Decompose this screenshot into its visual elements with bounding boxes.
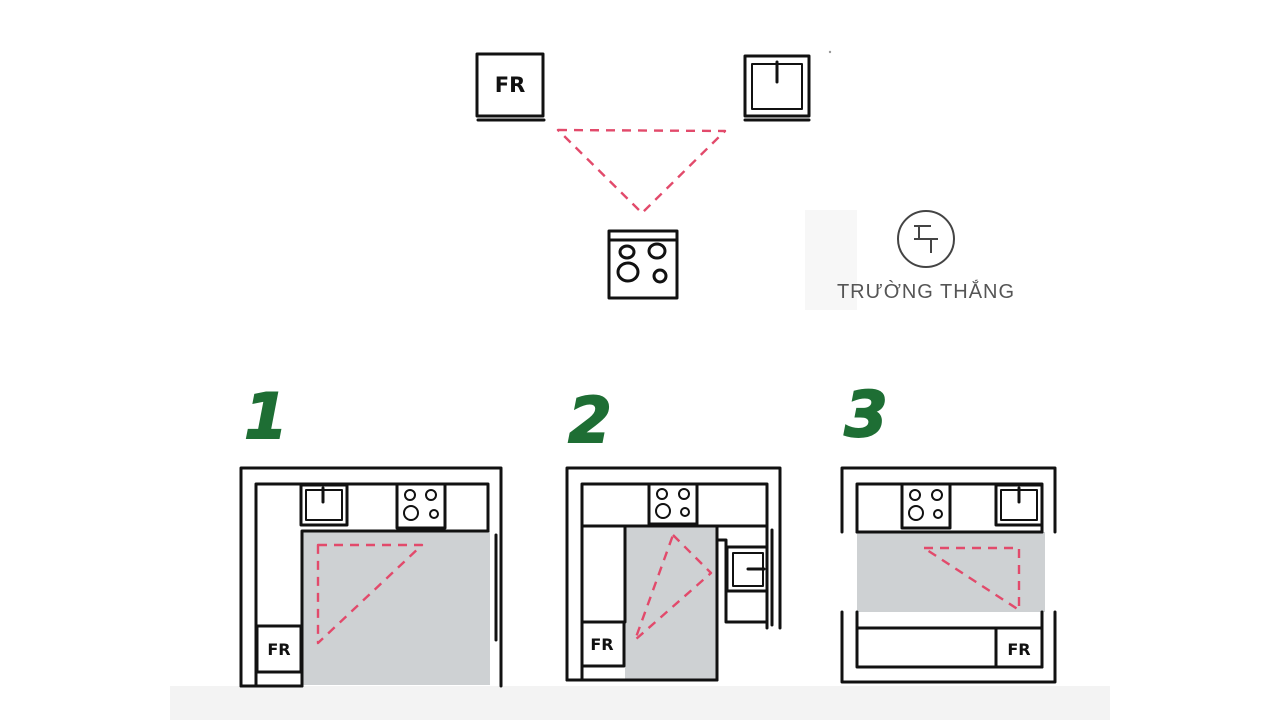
speck <box>828 50 832 54</box>
layout-1-number: 1 <box>244 380 287 453</box>
layout-3-fridge: FR <box>994 626 1044 669</box>
layout-3-sink-icon <box>994 483 1044 527</box>
layout-2-fridge: FR <box>580 620 626 668</box>
layout-2: 2 FR <box>565 383 782 682</box>
layout-1-sink-icon <box>299 483 349 527</box>
layout-3-floor <box>857 532 1045 612</box>
layout-1-floor <box>302 531 490 685</box>
legend-fridge: FR <box>475 52 546 122</box>
layout-1-work-triangle <box>316 543 424 645</box>
logo-circle-icon <box>897 210 955 268</box>
brand-logo: TRƯỜNG THẮNG <box>805 210 1015 310</box>
layout-1-fridge: FR <box>255 624 303 674</box>
legend-stove-icon <box>607 229 679 300</box>
layout-1-fridge-label: FR <box>267 640 290 659</box>
layout-3-number: 3 <box>844 378 887 451</box>
layout-2-number: 2 <box>568 384 611 457</box>
brand-name: TRƯỜNG THẮNG <box>837 279 1015 303</box>
layout-3-fridge-label: FR <box>1007 640 1030 659</box>
legend-sink-icon <box>743 54 811 122</box>
layout-2-stove-icon <box>647 482 699 526</box>
legend-triangle: FR <box>475 52 811 300</box>
layout-1-stove-icon <box>395 482 447 530</box>
legend-work-triangle <box>556 128 727 215</box>
legend-fridge-label: FR <box>495 73 526 97</box>
layout-2-floor <box>625 526 717 680</box>
layout-2-work-triangle <box>633 533 713 642</box>
layout-3-stove-icon <box>900 482 952 530</box>
layout-1: 1 FR <box>239 379 503 688</box>
bottom-fade <box>170 686 1110 720</box>
logo-backdrop <box>805 210 857 310</box>
layout-2-fridge-label: FR <box>590 635 613 654</box>
layout-3-work-triangle <box>922 546 1021 612</box>
layout-2-sink-icon <box>725 545 769 593</box>
layout-3: 3 FR <box>840 377 1057 684</box>
logo-mark-icon <box>914 225 938 253</box>
